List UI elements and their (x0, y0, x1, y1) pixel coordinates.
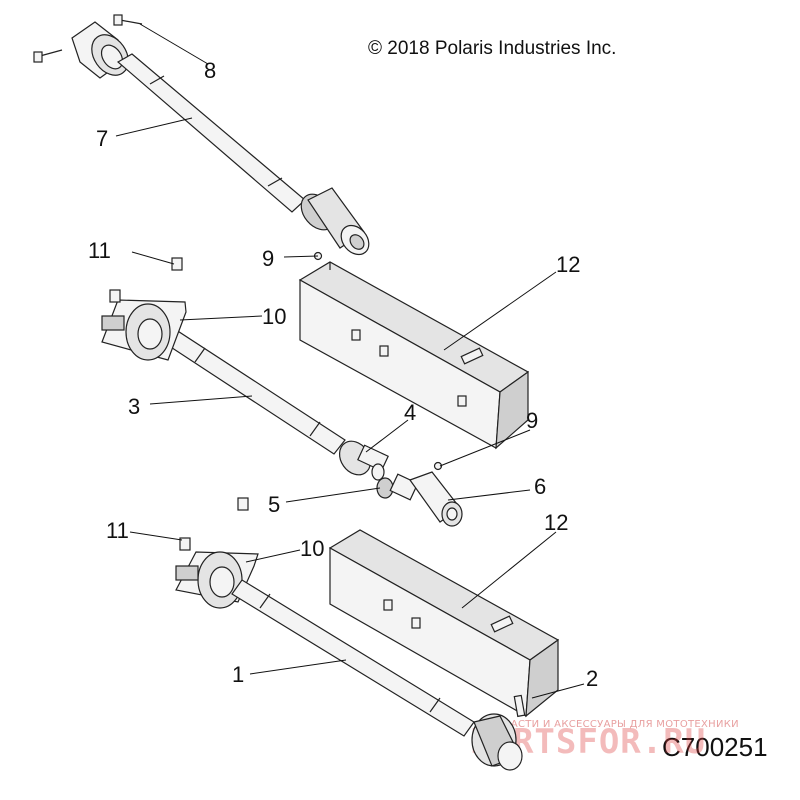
bolt-loose (237, 497, 249, 511)
callout-9-upper: 9 (262, 246, 274, 271)
copyright-text: © 2018 Polaris Industries Inc. (368, 38, 617, 59)
callout-10-upper: 10 (262, 304, 286, 329)
callout-4: 4 (404, 400, 416, 425)
part-6-slip-yoke (409, 471, 463, 527)
callout-3: 3 (128, 394, 140, 419)
part-2-roll-pin (513, 694, 526, 718)
part-7-upper-prop-shaft (71, 21, 370, 256)
drawing-code: C700251 (662, 732, 768, 762)
part-5-cross-bearing (376, 473, 419, 501)
callout-8: 8 (204, 58, 216, 83)
part-4-u-joint (338, 440, 389, 481)
callout-12-upper: 12 (556, 252, 580, 277)
part-10-carrier-bearing-upper (101, 299, 187, 361)
callout-1: 1 (232, 662, 244, 687)
watermark-tagline: ЗАПЧАСТИ И АКСЕССУАРЫ ДЛЯ МОТОТЕХНИКИ (482, 719, 739, 730)
part-1-front-prop-shaft (231, 579, 523, 771)
callout-11-upper: 11 (88, 238, 111, 263)
callout-6: 6 (534, 474, 546, 499)
callout-10-lower: 10 (300, 536, 324, 561)
callout-7: 7 (96, 126, 108, 151)
part-11-bolts-upper (109, 257, 183, 303)
part-11-bolt-lower (179, 537, 191, 551)
callout-12-lower: 12 (544, 510, 568, 535)
callout-9-middle: 9 (526, 408, 538, 433)
callout-2: 2 (586, 666, 598, 691)
leader-lines (115, 23, 585, 699)
callouts: 8 7 9 11 10 12 3 4 9 5 6 11 10 12 1 2 (88, 58, 598, 691)
part-10-carrier-bearing-lower (175, 551, 259, 609)
callout-11-lower: 11 (106, 518, 129, 543)
part-12-upper-shield (298, 261, 530, 450)
callout-5: 5 (268, 492, 280, 517)
part-8-bolts (33, 14, 143, 63)
